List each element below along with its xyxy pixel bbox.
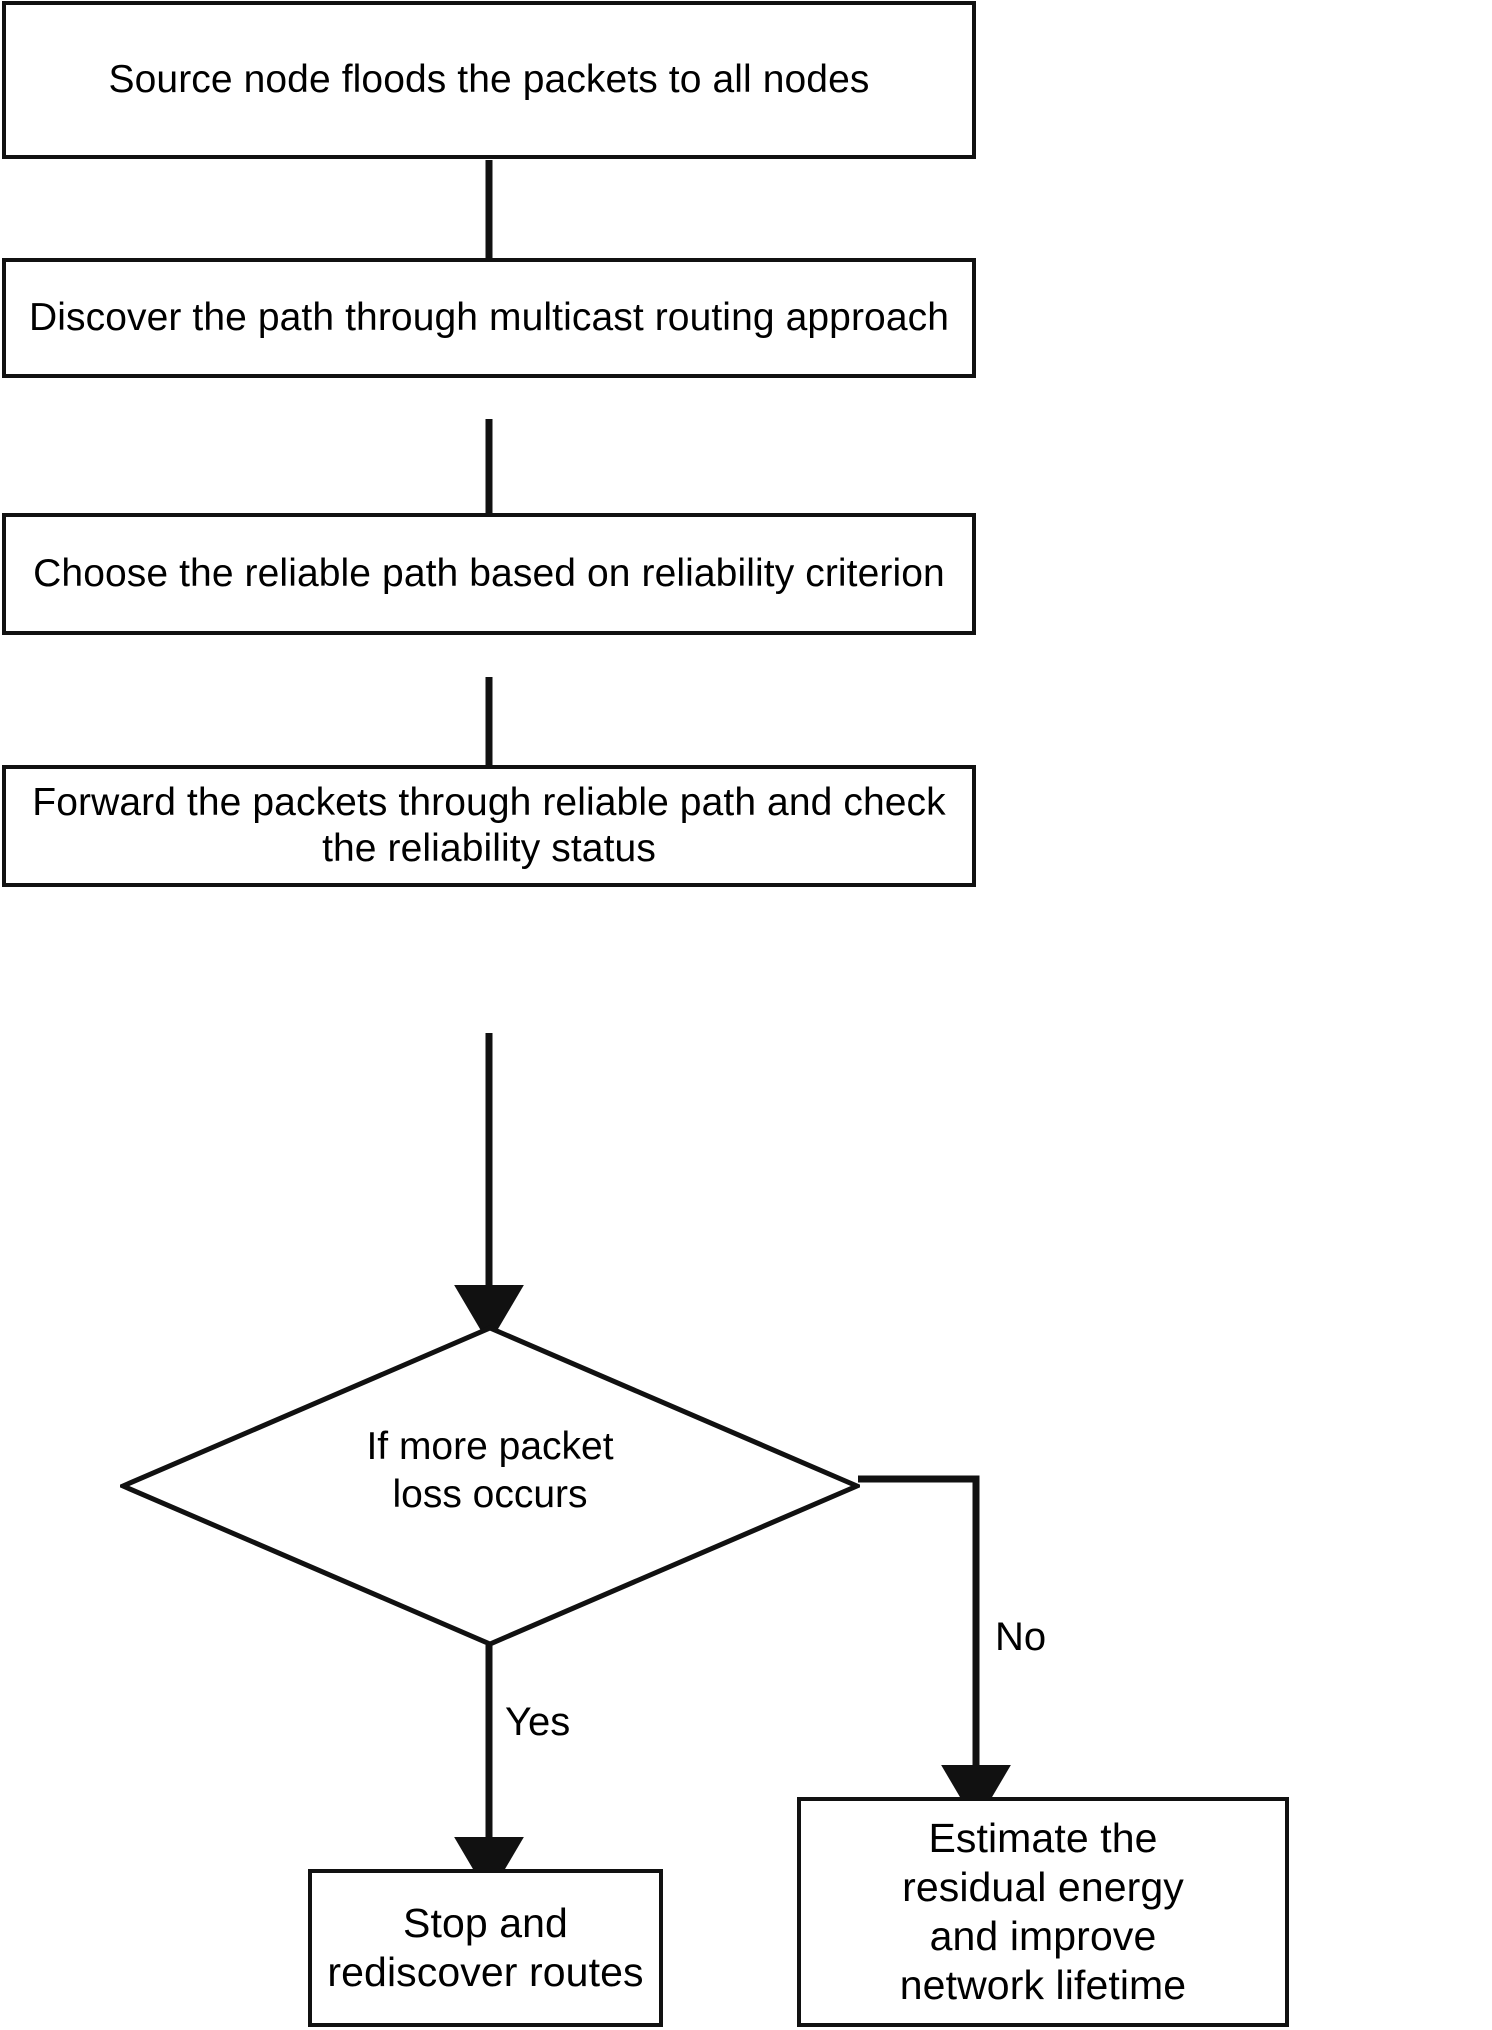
process-node-stop-rediscover[interactable]: Stop and rediscover routes	[308, 1869, 663, 2027]
process-node-choose-reliable-path[interactable]: Choose the reliable path based on reliab…	[2, 513, 976, 635]
process-node-discover-path[interactable]: Discover the path through multicast rout…	[2, 258, 976, 378]
node-label: Source node floods the packets to all no…	[108, 57, 870, 101]
connector-decision-no	[858, 1475, 1011, 1825]
node-label: Choose the reliable path based on reliab…	[33, 551, 945, 595]
node-label: Discover the path through multicast rout…	[28, 295, 950, 339]
decision-diamond-shape	[116, 1325, 864, 1647]
process-node-source-flood[interactable]: Source node floods the packets to all no…	[2, 1, 976, 159]
edge-label-yes: Yes	[505, 1700, 571, 1744]
node-label: Stop and rediscover routes	[327, 1899, 644, 1995]
process-node-forward-packets[interactable]: Forward the packets through reliable pat…	[2, 765, 976, 887]
node-label: If more packet loss occurs	[366, 1425, 614, 1516]
decision-node-packet-loss[interactable]: If more packet loss occurs	[116, 1325, 864, 1647]
node-label: Estimate the residual energy and improve…	[899, 1814, 1187, 2009]
process-node-estimate-energy[interactable]: Estimate the residual energy and improve…	[797, 1797, 1289, 2027]
node-label: Forward the packets through reliable pat…	[32, 780, 946, 870]
edge-label-no: No	[995, 1615, 1047, 1659]
